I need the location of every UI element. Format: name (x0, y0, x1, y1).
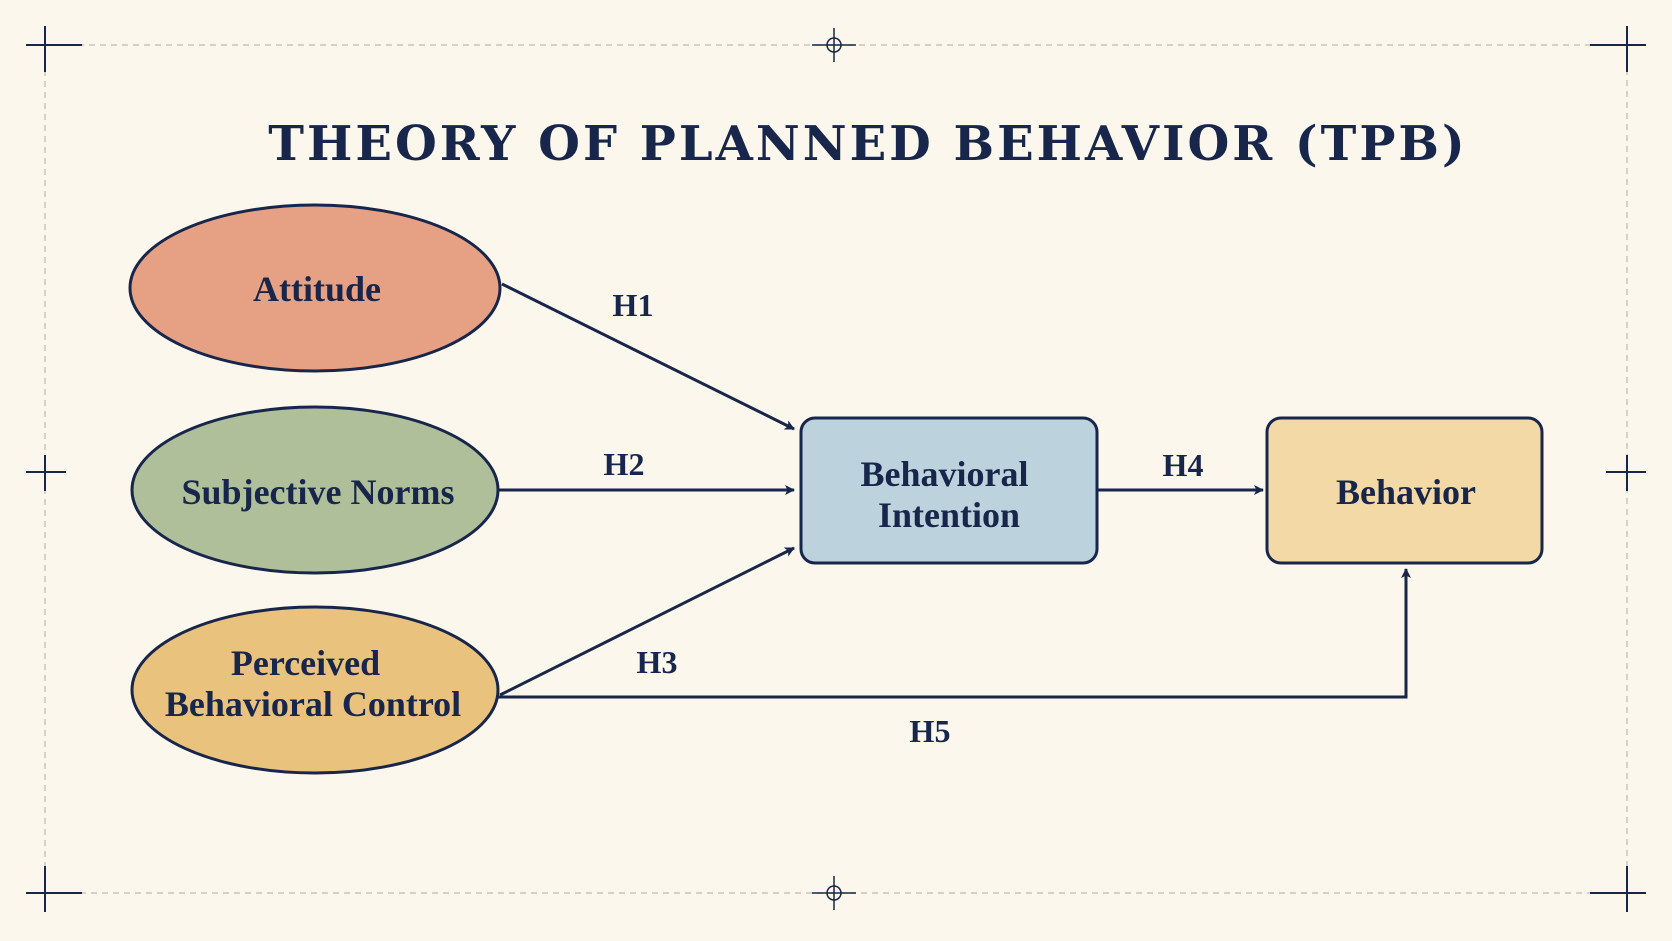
attitude-label: Attitude (253, 269, 381, 309)
behavior-box (1265, 416, 1544, 565)
edge-label-h2: H2 (604, 446, 645, 482)
perceived-control-label-line-1: Perceived (231, 643, 380, 683)
mid-mark-right (1606, 455, 1646, 491)
attitude-label-line-1: Attitude (253, 269, 381, 309)
behavioral-intention-box (799, 416, 1099, 565)
edge-label-h3: H3 (637, 644, 678, 680)
subjective-norms-label: Subjective Norms (182, 472, 455, 512)
corner-mark-top-right (1590, 26, 1646, 72)
behavioral-intention-label-line-2: Intention (878, 495, 1020, 535)
registration-mark-bottom (812, 876, 856, 910)
registration-marks (812, 28, 856, 910)
node-behavior: Behavior (1265, 416, 1544, 565)
attitude-ellipse (128, 203, 502, 373)
corner-mark-bottom-left (26, 866, 82, 912)
edges (498, 282, 1411, 699)
edge-h3-arrow (499, 546, 795, 697)
edge-h1-arrow (501, 282, 795, 431)
edge-labels: H1 H2 H3 H4 H5 (604, 287, 1204, 749)
perceived-control-label: Perceived Behavioral Control (165, 643, 461, 724)
node-behavioral-intention: Behavioral Intention (799, 416, 1099, 565)
node-perceived-control: Perceived Behavioral Control (130, 605, 500, 775)
crop-marks (26, 26, 1646, 912)
mid-mark-left (26, 455, 66, 491)
edge-label-h4: H4 (1163, 447, 1204, 483)
edge-label-h1: H1 (613, 287, 654, 323)
edge-label-h5: H5 (910, 713, 951, 749)
registration-mark-top (812, 28, 856, 62)
node-subjective-norms: Subjective Norms (130, 405, 500, 575)
behavioral-intention-label-line-1: Behavioral (861, 454, 1029, 494)
node-attitude: Attitude (128, 203, 502, 373)
behavior-label: Behavior (1336, 472, 1476, 512)
corner-mark-bottom-right (1590, 866, 1646, 912)
perceived-control-label-line-2: Behavioral Control (165, 684, 461, 724)
subjective-norms-label-line-1: Subjective Norms (182, 472, 455, 512)
diagram-title: THEORY OF PLANNED BEHAVIOR (TPB) (268, 116, 1467, 172)
subjective-norms-ellipse (130, 405, 500, 575)
edge-h5-arrow (498, 568, 1411, 699)
behavioral-intention-label: Behavioral Intention (861, 454, 1038, 535)
corner-mark-top-left (26, 26, 82, 72)
behavior-label-line-1: Behavior (1336, 472, 1476, 512)
perceived-control-ellipse (130, 605, 500, 775)
